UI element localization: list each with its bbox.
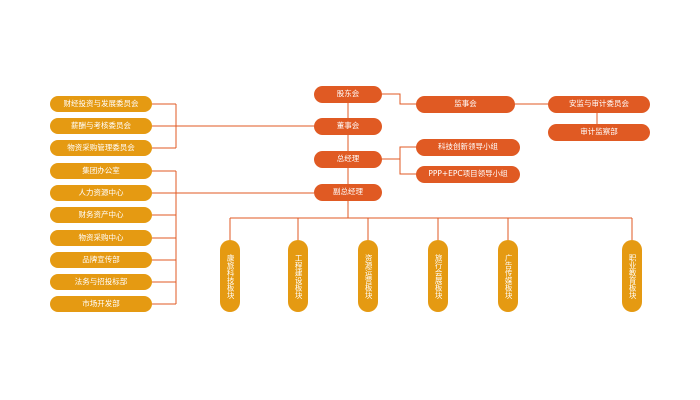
segment-node: 资源运营板块: [358, 240, 378, 312]
department-node: 人力资源中心: [50, 185, 152, 201]
audit-department-node: 审计监察部: [548, 124, 650, 141]
segment-label: 旅行会展板块: [434, 253, 444, 299]
shareholders-node: 股东会: [314, 86, 382, 103]
department-node: 品牌宣传部: [50, 252, 152, 268]
department-node: 物资采购中心: [50, 230, 152, 246]
security-audit-committee-node: 安监与审计委员会: [548, 96, 650, 113]
segment-label: 资源运营板块: [364, 253, 374, 299]
innovation-group-node: 科技创新领导小组: [416, 139, 520, 156]
segment-node: 广告传媒板块: [498, 240, 518, 312]
segment-node: 职业教育板块: [622, 240, 642, 312]
department-node: 集团办公室: [50, 163, 152, 179]
general-manager-node: 总经理: [314, 151, 382, 168]
segment-node: 旅行会展板块: [428, 240, 448, 312]
committee-node: 财经投资与发展委员会: [50, 96, 152, 112]
segment-label: 康旅科技板块: [226, 253, 236, 299]
department-node: 法务与招投标部: [50, 274, 152, 290]
committee-node: 薪酬与考核委员会: [50, 118, 152, 134]
segment-label: 广告传媒板块: [504, 253, 514, 299]
committee-node: 物资采购管理委员会: [50, 140, 152, 156]
segment-label: 工程建设板块: [294, 253, 304, 299]
segment-label: 职业教育板块: [628, 253, 638, 299]
supervisory-board-node: 监事会: [416, 96, 515, 113]
ppp-epc-group-node: PPP+EPC项目领导小组: [416, 166, 520, 183]
department-node: 财务资产中心: [50, 207, 152, 223]
department-node: 市场开发部: [50, 296, 152, 312]
board-node: 董事会: [314, 118, 382, 135]
deputy-general-manager-node: 副总经理: [314, 184, 382, 201]
segment-node: 康旅科技板块: [220, 240, 240, 312]
segment-node: 工程建设板块: [288, 240, 308, 312]
